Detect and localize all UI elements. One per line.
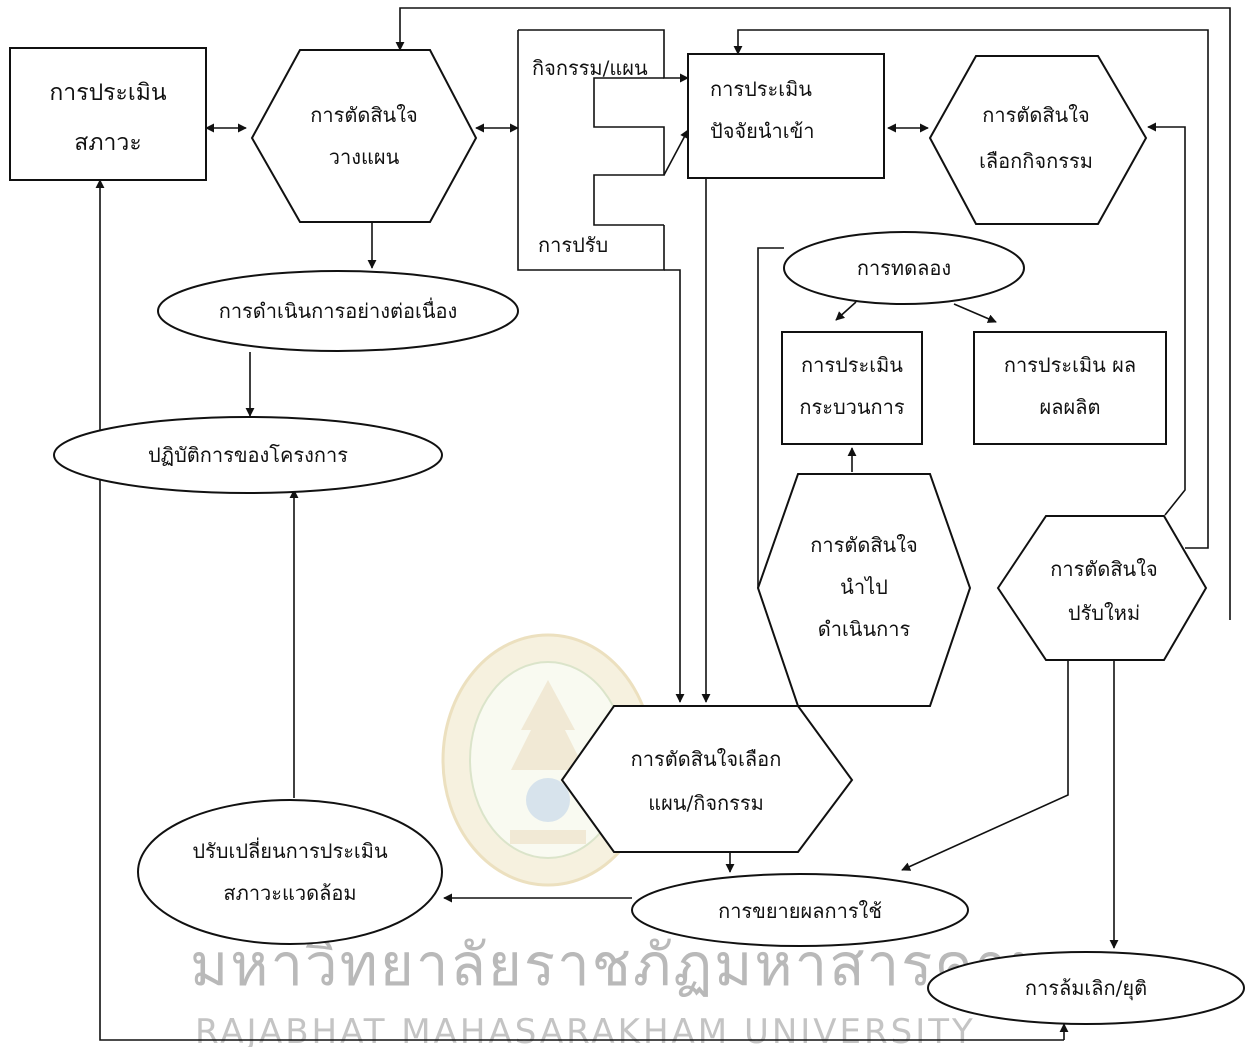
svg-text:ดำเนินการ: ดำเนินการ	[818, 617, 911, 641]
node-experiment: การทดลอง	[783, 231, 1025, 305]
svg-text:การประเมิน ผล: การประเมิน ผล	[1004, 353, 1136, 377]
svg-text:ปฏิบัติการของโครงการ: ปฏิบัติการของโครงการ	[148, 443, 348, 467]
svg-text:ปรับใหม่: ปรับใหม่	[1068, 601, 1140, 625]
node-process-assessment: การประเมิน กระบวนการ	[781, 331, 923, 445]
svg-text:ปรับเปลี่ยนการประเมิน: ปรับเปลี่ยนการประเมิน	[192, 837, 388, 863]
arrow-plan-input	[518, 29, 689, 83]
arrow-loop-input	[733, 29, 1209, 549]
node-environment-assessment-change: ปรับเปลี่ยนการประเมิน สภาวะแวดล้อม	[137, 799, 443, 945]
svg-text:การตัดสินใจ: การตัดสินใจ	[1050, 557, 1157, 581]
svg-text:การประเมิน: การประเมิน	[801, 353, 903, 377]
node-redesign-decision: การตัดสินใจ ปรับใหม่	[996, 515, 1208, 661]
bracket-frame	[517, 30, 665, 271]
node-continuous-operation: การดำเนินการอย่างต่อเนื่อง	[157, 270, 519, 352]
svg-text:การขยายผลการใช้: การขยายผลการใช้	[718, 899, 882, 923]
svg-text:แผน/กิจกรรม: แผน/กิจกรรม	[648, 791, 764, 815]
svg-text:การตัดสินใจ: การตัดสินใจ	[810, 533, 917, 557]
svg-text:การล้มเลิก/ยุติ: การล้มเลิก/ยุติ	[1025, 976, 1147, 1001]
node-output-assessment: การประเมิน ผล ผลผลิต	[973, 331, 1167, 445]
svg-text:วางแผน: วางแผน	[329, 145, 400, 169]
svg-text:การตัดสินใจ: การตัดสินใจ	[982, 103, 1089, 127]
node-implementation-decision: การตัดสินใจ นำไป ดำเนินการ	[756, 473, 972, 707]
arrow-adjust-decision	[664, 269, 685, 703]
arrow-redesign-diffusion	[901, 660, 1069, 871]
node-project-operation: ปฏิบัติการของโครงการ	[53, 416, 443, 494]
arrow-redesign-choice	[1147, 122, 1186, 516]
node-activity-choice-decision: การตัดสินใจ เลือกกิจกรรม	[928, 55, 1148, 225]
node-input-assessment: การประเมิน ปัจจัยนำเข้า	[687, 53, 885, 179]
watermark-english-text: RAJABHAT MAHASARAKHAM UNIVERSITY	[195, 1012, 976, 1047]
node-planning-decision: การตัดสินใจ วางแผน	[250, 49, 478, 223]
line-experiment-implementation	[757, 247, 784, 588]
svg-text:การดำเนินการอย่างต่อเนื่อง: การดำเนินการอย่างต่อเนื่อง	[219, 297, 458, 323]
svg-text:ผลผลิต: ผลผลิต	[1040, 395, 1101, 419]
bracket-inner	[593, 77, 665, 226]
svg-text:กระบวนการ: กระบวนการ	[799, 395, 905, 419]
svg-text:นำไป: นำไป	[840, 575, 888, 599]
arrow-top-loop-planning	[395, 7, 1231, 620]
node-diffusion: การขยายผลการใช้	[631, 873, 969, 947]
arrow-adjust-input	[663, 129, 689, 176]
svg-text:สภาวะ: สภาวะ	[74, 130, 141, 156]
svg-text:สภาวะแวดล้อม: สภาวะแวดล้อม	[223, 881, 356, 905]
svg-text:การทดลอง: การทดลอง	[857, 256, 951, 280]
svg-text:การประเมิน: การประเมิน	[710, 77, 812, 101]
node-termination: การล้มเลิก/ยุติ	[927, 951, 1245, 1025]
svg-text:ปัจจัยนำเข้า: ปัจจัยนำเข้า	[710, 119, 815, 143]
watermark-thai-text: มหาวิทยาลัยราชภัฏมหาสารคาม	[190, 931, 1050, 999]
label-activity-plan: กิจกรรม/แผน	[532, 56, 648, 80]
svg-text:เลือกกิจกรรม: เลือกกิจกรรม	[979, 149, 1093, 173]
svg-text:การตัดสินใจ: การตัดสินใจ	[310, 103, 417, 127]
svg-text:การตัดสินใจเลือก: การตัดสินใจเลือก	[631, 747, 782, 771]
node-status-assessment: การประเมิน สภาวะ	[9, 47, 207, 181]
arrow-experiment-process	[835, 301, 857, 321]
node-plan-activity-choice-decision: การตัดสินใจเลือก แผน/กิจกรรม	[560, 705, 854, 853]
svg-text:การประเมิน: การประเมิน	[49, 80, 167, 106]
arrow-experiment-output	[953, 303, 997, 323]
label-adjustment: การปรับ	[538, 233, 608, 257]
